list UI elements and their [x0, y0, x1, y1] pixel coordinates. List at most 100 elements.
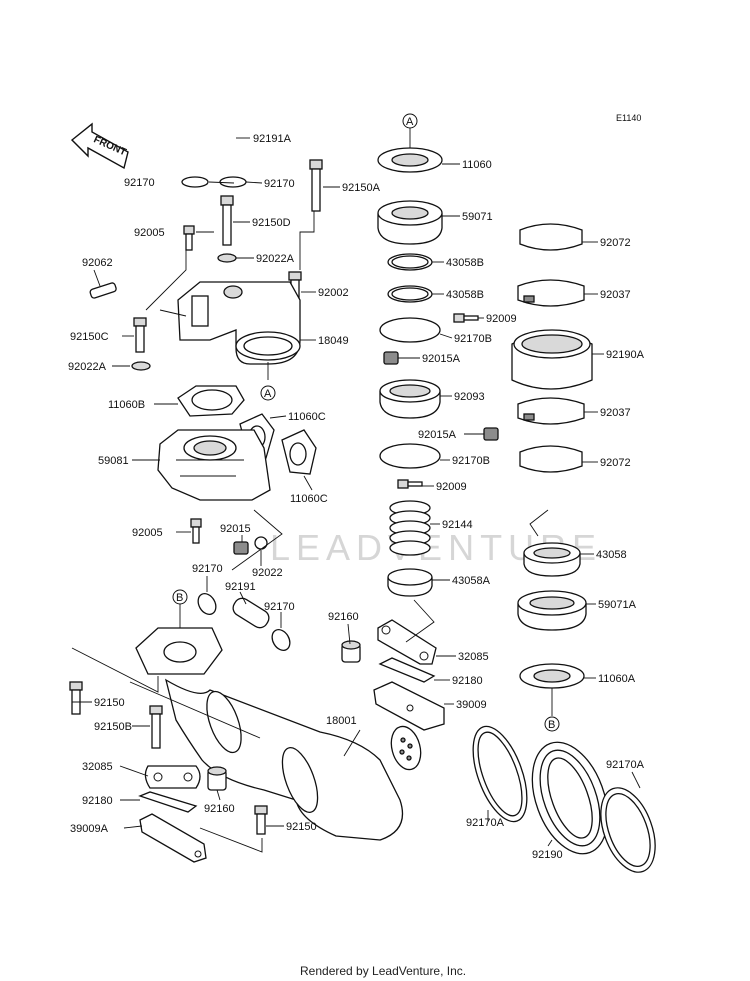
front-arrow-icon: FRONT — [70, 122, 129, 170]
clamp-92037-part — [517, 397, 585, 425]
part-label: 92150 — [286, 821, 317, 833]
washer-92022a-part — [131, 361, 151, 371]
part-label: 43058A — [452, 575, 491, 587]
part-label: 39009 — [456, 699, 487, 711]
clamp-92170-part — [271, 629, 291, 651]
part-label: 92170 — [124, 177, 155, 189]
mount-32085-part — [144, 765, 201, 789]
clamp-92037-part — [517, 279, 585, 307]
bolt-92150a-part — [309, 159, 323, 212]
part-label: 59071 — [462, 211, 493, 223]
part-label: 92150 — [94, 697, 125, 709]
bolt-92150-part — [254, 805, 268, 835]
svg-text:A: A — [406, 116, 414, 128]
clamp-92170-part — [181, 176, 209, 188]
leader-lines — [71, 120, 641, 853]
callout-a-top: A — [402, 113, 418, 129]
part-label: 92160 — [204, 803, 235, 815]
clamp-92170-part — [197, 593, 217, 615]
band-92072-part — [519, 445, 583, 473]
part-label: 92015A — [422, 353, 461, 365]
svg-text:B: B — [176, 592, 183, 604]
pin-92062-part — [89, 282, 117, 299]
part-label: 92170A — [606, 759, 645, 771]
clamp-92170a-part — [600, 787, 656, 873]
bushing-92160-part — [207, 766, 227, 791]
part-label: 11060C — [290, 493, 328, 505]
part-label: 92150A — [342, 182, 381, 194]
bolt-92150c-part — [133, 317, 147, 353]
screw-92009-part — [397, 479, 423, 489]
ring-43058a-part — [387, 568, 433, 597]
part-label: 32085 — [82, 761, 113, 773]
part-label: 11060C — [288, 411, 326, 423]
part-label: 92144 — [442, 519, 473, 531]
part-label: 92072 — [600, 237, 631, 249]
callout-a-lower: A — [260, 385, 276, 401]
part-label: 11060A — [598, 673, 636, 685]
hose-92191a-part — [181, 115, 241, 170]
part-label: 92190A — [606, 349, 645, 361]
part-label: 92180 — [82, 795, 113, 807]
washer-92022-part — [254, 536, 268, 550]
ring-43058b-part — [387, 285, 433, 303]
flange-11060a-part — [519, 663, 585, 689]
callout-b-right: B — [544, 716, 560, 732]
bracket-39009a-part — [139, 813, 207, 863]
svg-text:A: A — [264, 388, 272, 400]
part-label: 59081 — [98, 455, 129, 467]
part-label: 92093 — [454, 391, 485, 403]
clamp-92170b-part — [379, 317, 441, 343]
clamp-92170-part — [219, 176, 247, 188]
water-box-59081-part — [157, 429, 271, 501]
part-label: 18001 — [326, 715, 357, 727]
part-label: 92022A — [68, 361, 107, 373]
plate-92180-part — [138, 791, 198, 813]
part-label: 43058B — [446, 257, 484, 269]
bracket-39009-part — [373, 681, 445, 731]
ring-43058b-part — [387, 253, 433, 271]
part-label: 32085 — [458, 651, 489, 663]
nut-92015-part — [233, 541, 249, 555]
gasket-11060b-part — [177, 385, 245, 417]
seal-92093-part — [379, 379, 441, 419]
bolt-92150-part — [69, 681, 83, 715]
footer-credit: Rendered by LeadVenture, Inc. — [300, 964, 466, 978]
nut-92015a-part — [383, 351, 399, 365]
ring-43058-part — [523, 542, 581, 577]
part-label: 43058B — [446, 289, 484, 301]
part-label: 92022 — [252, 567, 283, 579]
svg-text:B: B — [548, 719, 555, 731]
bolt-92150d-part — [220, 195, 234, 246]
boot-92190-part — [531, 741, 609, 855]
exhaust-pipe-18001-part — [164, 678, 422, 841]
spring-92144-part — [389, 500, 431, 556]
part-label: 11060B — [108, 399, 145, 411]
part-label: 39009A — [70, 823, 109, 835]
nipple-92005-part — [190, 518, 202, 544]
bushing-92160-part — [341, 640, 361, 663]
part-label: 92062 — [82, 257, 113, 269]
part-label: 92009 — [436, 481, 467, 493]
clamp-92170a-part — [472, 725, 528, 823]
part-labels: 92191A 92170 92170 92150A 92150D 92005 9… — [68, 133, 645, 861]
part-label: 92005 — [134, 227, 165, 239]
part-label: 92150D — [252, 217, 291, 229]
part-label: 92072 — [600, 457, 631, 469]
manifold-18049-part — [177, 281, 301, 365]
screw-92009-part — [453, 313, 479, 323]
part-label: 59071A — [598, 599, 637, 611]
part-label: 92160 — [328, 611, 359, 623]
part-label: 92022A — [256, 253, 295, 265]
part-label: 92015 — [220, 523, 251, 535]
boot-92190a-part — [511, 329, 593, 390]
band-92072-part — [519, 223, 583, 251]
part-label: 92170A — [466, 817, 505, 829]
mount-32085-part — [377, 619, 437, 665]
gasket-11060c-part — [281, 429, 317, 475]
part-label: 92191A — [253, 133, 292, 145]
flange-11060-part — [377, 147, 443, 173]
hose-92191-part — [232, 597, 270, 629]
part-label: 92170 — [264, 178, 295, 190]
